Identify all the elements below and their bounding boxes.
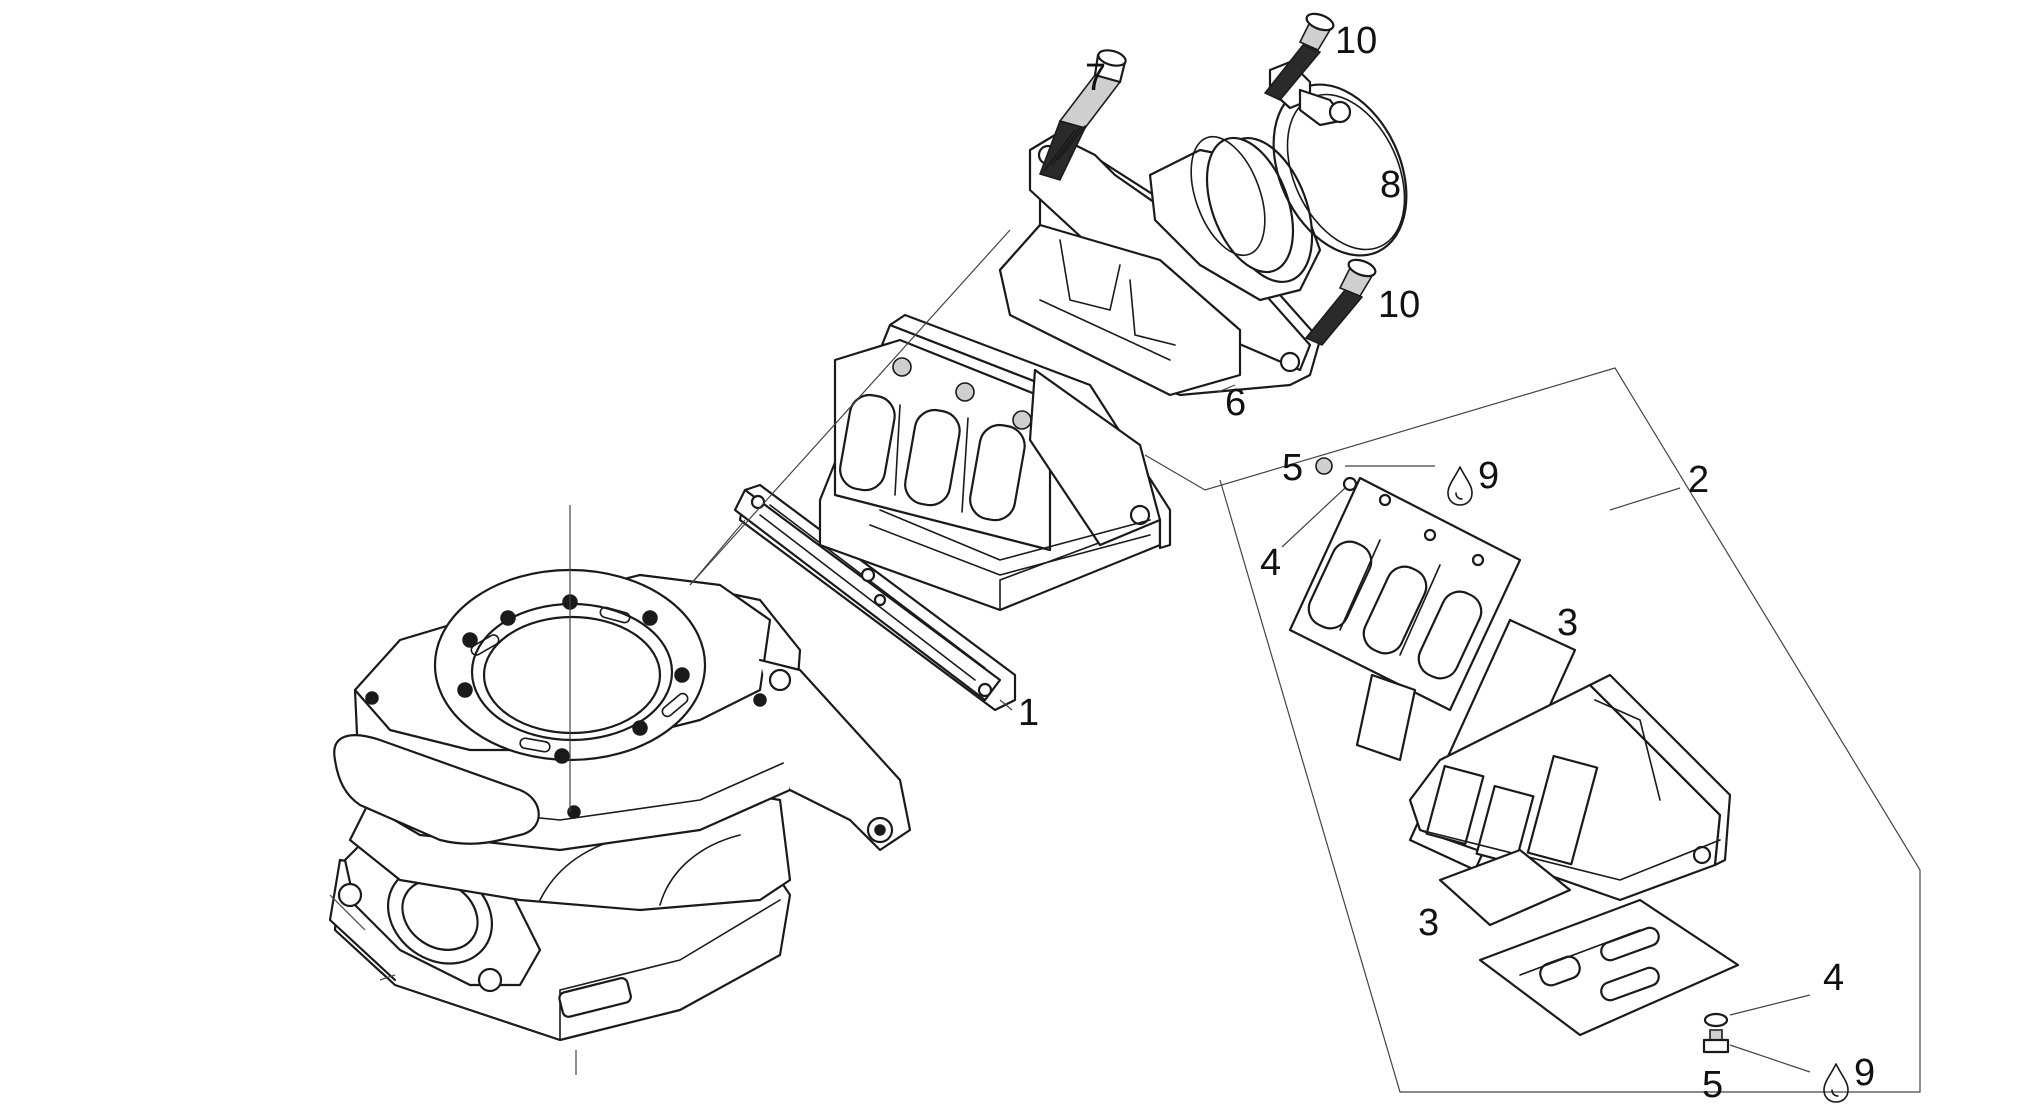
- callout-gasket: 1: [1018, 692, 1039, 734]
- callout-reed-valve-kit: 2: [1688, 459, 1709, 501]
- callout-clamp-screw-bottom: 10: [1378, 284, 1420, 326]
- callout-washer-bottom: 4: [1823, 957, 1844, 999]
- callout-washer-top: 4: [1260, 542, 1281, 584]
- intake-manifold-part: [689, 133, 1322, 586]
- reed-kit-inset: [1144, 367, 1921, 1093]
- callout-screw-top: 5: [1282, 447, 1303, 489]
- callout-clamp-screw-top: 10: [1335, 20, 1377, 62]
- callout-stud-bolt: 7: [1085, 57, 1106, 99]
- callout-reed-petal-bottom: 3: [1418, 902, 1439, 944]
- clamp-screw-top-part: [1263, 12, 1335, 101]
- callout-reed-petal-top: 3: [1557, 602, 1578, 644]
- stud-bolt-part: [1039, 49, 1127, 181]
- clamp-screw-bottom-part: [1304, 258, 1377, 346]
- callout-screw-bottom: 5: [1702, 1064, 1723, 1106]
- callout-hose-clamp: 8: [1380, 164, 1401, 206]
- reed-valve-part: [818, 313, 1172, 612]
- callout-intake-manifold: 6: [1225, 382, 1246, 424]
- callout-loctite-top: 9: [1478, 455, 1499, 497]
- cylinder-part: [328, 505, 912, 1075]
- gasket-part: [689, 483, 1017, 712]
- threadlocker-drop-icon: [1447, 466, 1473, 506]
- callout-loctite-bottom: 9: [1854, 1052, 1875, 1094]
- threadlocker-drop-icon: [1823, 1063, 1849, 1103]
